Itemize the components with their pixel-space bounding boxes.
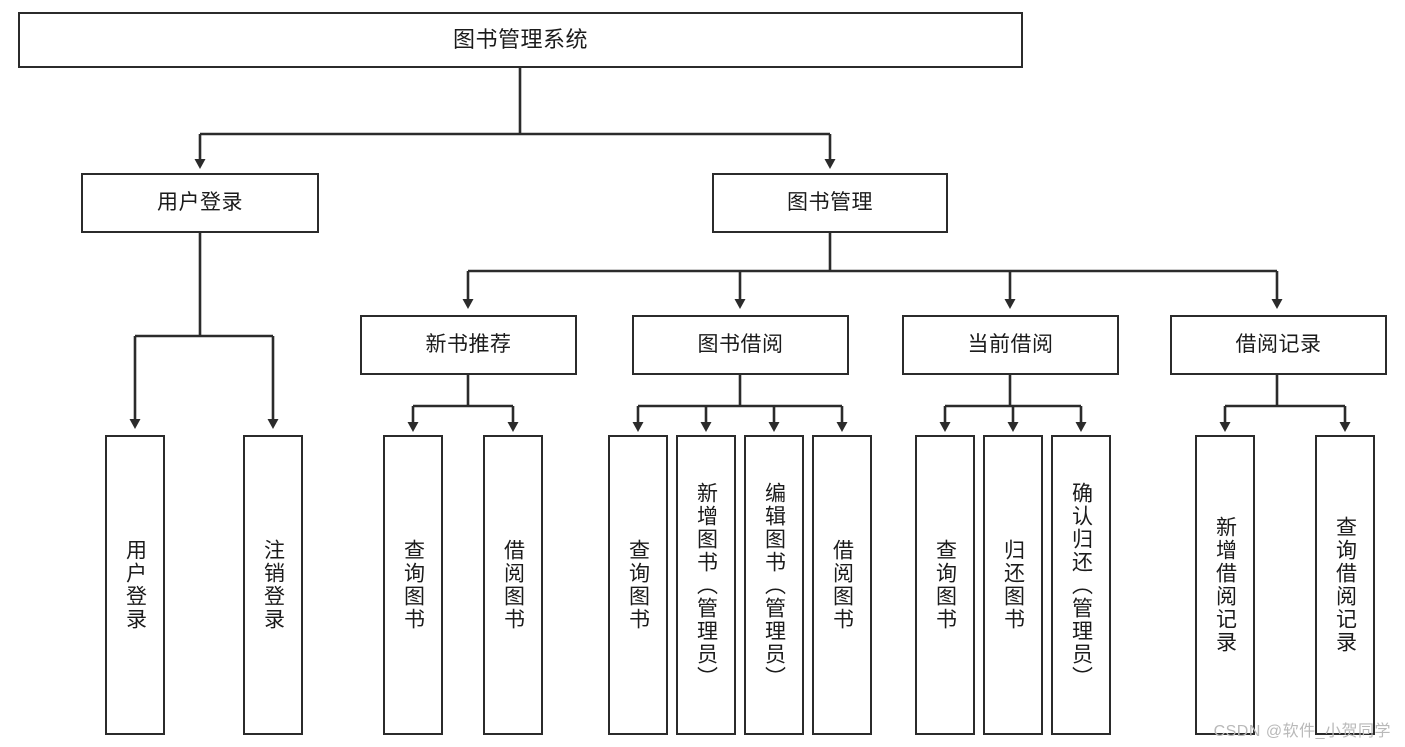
node-user-login[interactable]: 用户登录 xyxy=(81,173,319,233)
node-label: 新书推荐 xyxy=(425,332,512,356)
node-label: 编辑图书（管理员） xyxy=(762,481,786,689)
node-book-borrow[interactable]: 图书借阅 xyxy=(632,315,849,375)
node-label: 当前借阅 xyxy=(967,332,1054,356)
node-label: 借阅图书 xyxy=(830,539,854,631)
leaf-current-borrow-return[interactable]: 归还图书 xyxy=(983,435,1043,735)
node-label: 图书借阅 xyxy=(697,332,784,356)
csdn-watermark: CSDN @软件_小贺同学 xyxy=(1213,723,1391,740)
leaf-book-borrow-lend[interactable]: 借阅图书 xyxy=(812,435,872,735)
node-new-book-recommend[interactable]: 新书推荐 xyxy=(360,315,577,375)
node-label: 用户登录 xyxy=(123,539,147,631)
node-label: 图书管理 xyxy=(787,190,873,214)
node-label: 归还图书 xyxy=(1001,539,1025,631)
node-borrow-record[interactable]: 借阅记录 xyxy=(1170,315,1387,375)
leaf-user-login-signin[interactable]: 用户登录 xyxy=(105,435,165,735)
leaf-current-borrow-confirm-return[interactable]: 确认归还（管理员） xyxy=(1051,435,1111,735)
leaf-new-book-query[interactable]: 查询图书 xyxy=(383,435,443,735)
node-label: 借阅图书 xyxy=(501,539,525,631)
node-label: 查询图书 xyxy=(401,539,425,631)
node-root-system[interactable]: 图书管理系统 xyxy=(18,12,1023,68)
leaf-new-book-borrow[interactable]: 借阅图书 xyxy=(483,435,543,735)
leaf-user-login-signout[interactable]: 注销登录 xyxy=(243,435,303,735)
node-label: 新增借阅记录 xyxy=(1213,516,1237,654)
leaf-current-borrow-query[interactable]: 查询图书 xyxy=(915,435,975,735)
node-label: 用户登录 xyxy=(157,190,243,214)
leaf-borrow-record-add[interactable]: 新增借阅记录 xyxy=(1195,435,1255,735)
leaf-borrow-record-query[interactable]: 查询借阅记录 xyxy=(1315,435,1375,735)
node-label: 新增图书（管理员） xyxy=(694,481,718,689)
leaf-book-borrow-query[interactable]: 查询图书 xyxy=(608,435,668,735)
node-label: 查询图书 xyxy=(626,539,650,631)
node-label: 查询借阅记录 xyxy=(1333,516,1357,654)
leaf-book-borrow-edit[interactable]: 编辑图书（管理员） xyxy=(744,435,804,735)
node-label: 注销登录 xyxy=(261,539,285,631)
node-label: 确认归还（管理员） xyxy=(1069,481,1093,689)
node-label: 图书管理系统 xyxy=(452,27,588,53)
node-current-borrow[interactable]: 当前借阅 xyxy=(902,315,1119,375)
leaf-book-borrow-add[interactable]: 新增图书（管理员） xyxy=(676,435,736,735)
node-label: 查询图书 xyxy=(933,539,957,631)
node-label: 借阅记录 xyxy=(1235,332,1322,356)
node-book-management[interactable]: 图书管理 xyxy=(712,173,948,233)
